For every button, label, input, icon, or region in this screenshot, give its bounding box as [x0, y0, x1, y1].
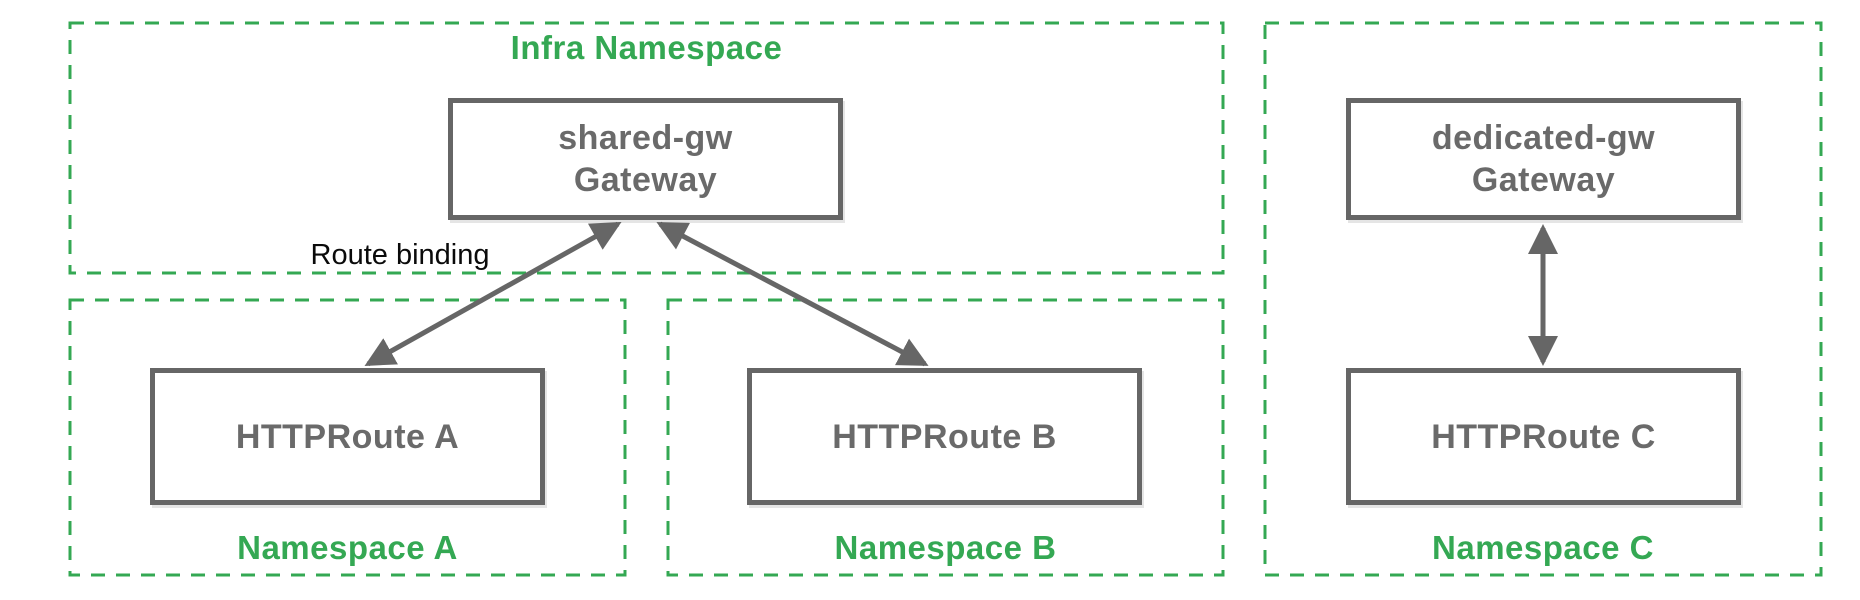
node-httproute-c: HTTPRoute C — [1346, 368, 1741, 505]
arrow-shared-gw-to-route-a — [364, 221, 622, 367]
node-httproute-a: HTTPRoute A — [150, 368, 545, 505]
infra-namespace-border — [68, 21, 1225, 275]
node-dedicated-gw-gateway: dedicated-gw Gateway — [1346, 98, 1741, 220]
node-shared-gw-gateway: shared-gw Gateway — [448, 98, 843, 220]
namespace-a-border — [68, 298, 627, 577]
arrow-shared-gw-to-route-b — [656, 221, 929, 367]
namespace-c-border — [1263, 21, 1823, 577]
namespace-b-border — [666, 298, 1225, 577]
node-httproute-b: HTTPRoute B — [747, 368, 1142, 505]
